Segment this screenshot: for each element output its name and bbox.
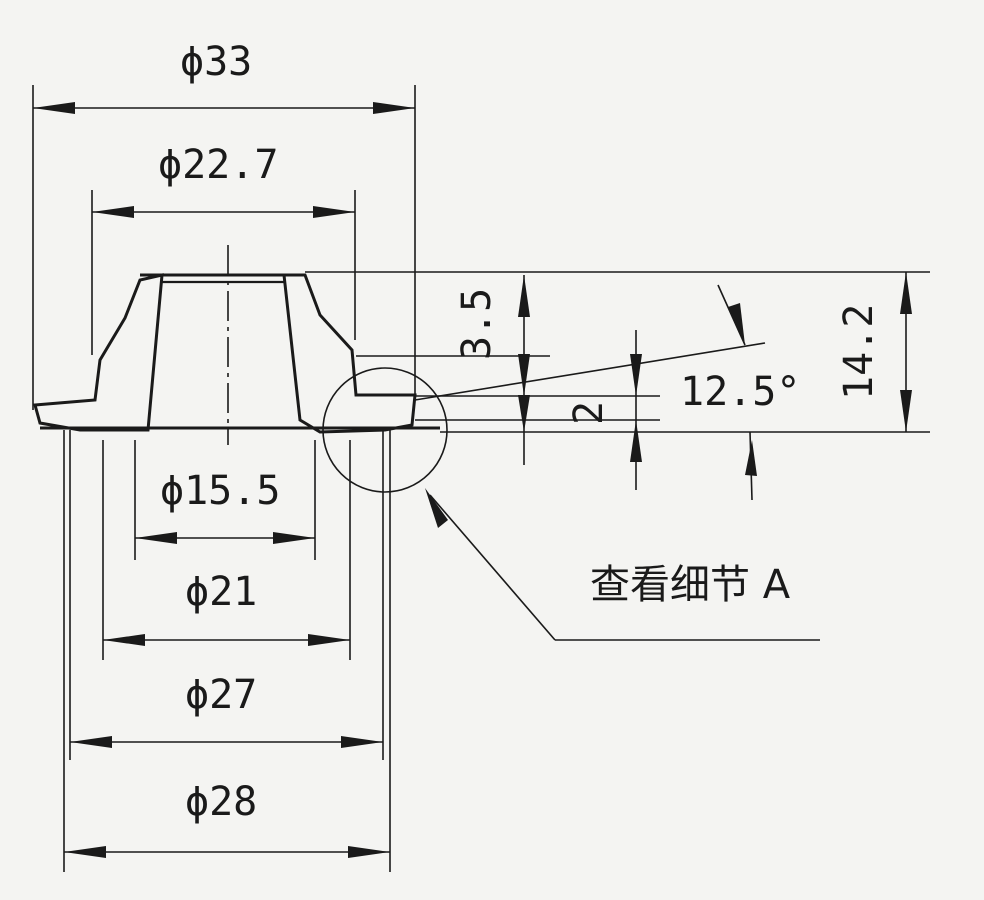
dim-h2-label: 2 — [566, 401, 612, 425]
detail-circle — [322, 367, 448, 493]
dim-d21: ϕ21 — [103, 569, 350, 646]
dim-angle-label: 12.5° — [680, 369, 800, 415]
extension-lines — [32, 85, 930, 872]
dim-d27: ϕ27 — [70, 672, 383, 748]
dim-h14-2: 14.2 — [836, 272, 912, 432]
section-right-wall — [282, 273, 417, 434]
detail-a-label: 查看细节 A — [590, 562, 791, 608]
detail-a-callout: 查看细节 A — [322, 367, 820, 641]
dim-h3-5: 3.5 — [454, 275, 530, 465]
dim-d27-label: ϕ27 — [185, 672, 257, 718]
dim-d33-label: ϕ33 — [180, 39, 252, 85]
dim-angle: 12.5° — [680, 284, 800, 501]
dim-d22-7-label: ϕ22.7 — [158, 142, 278, 188]
dim-h2: 2 — [566, 330, 642, 490]
dim-d15-5: ϕ15.5 — [135, 468, 315, 544]
section-left-wall — [33, 273, 164, 432]
part-section — [33, 245, 440, 445]
dim-d22-7: ϕ22.7 — [92, 142, 355, 218]
dim-h14-2-label: 14.2 — [836, 304, 882, 400]
dim-d15-5-label: ϕ15.5 — [160, 468, 280, 514]
dim-h3-5-label: 3.5 — [454, 288, 500, 360]
dim-d28-label: ϕ28 — [185, 779, 257, 825]
dim-d33: ϕ33 — [33, 39, 415, 114]
dim-d28: ϕ28 — [64, 779, 390, 858]
dim-d21-label: ϕ21 — [185, 569, 257, 615]
